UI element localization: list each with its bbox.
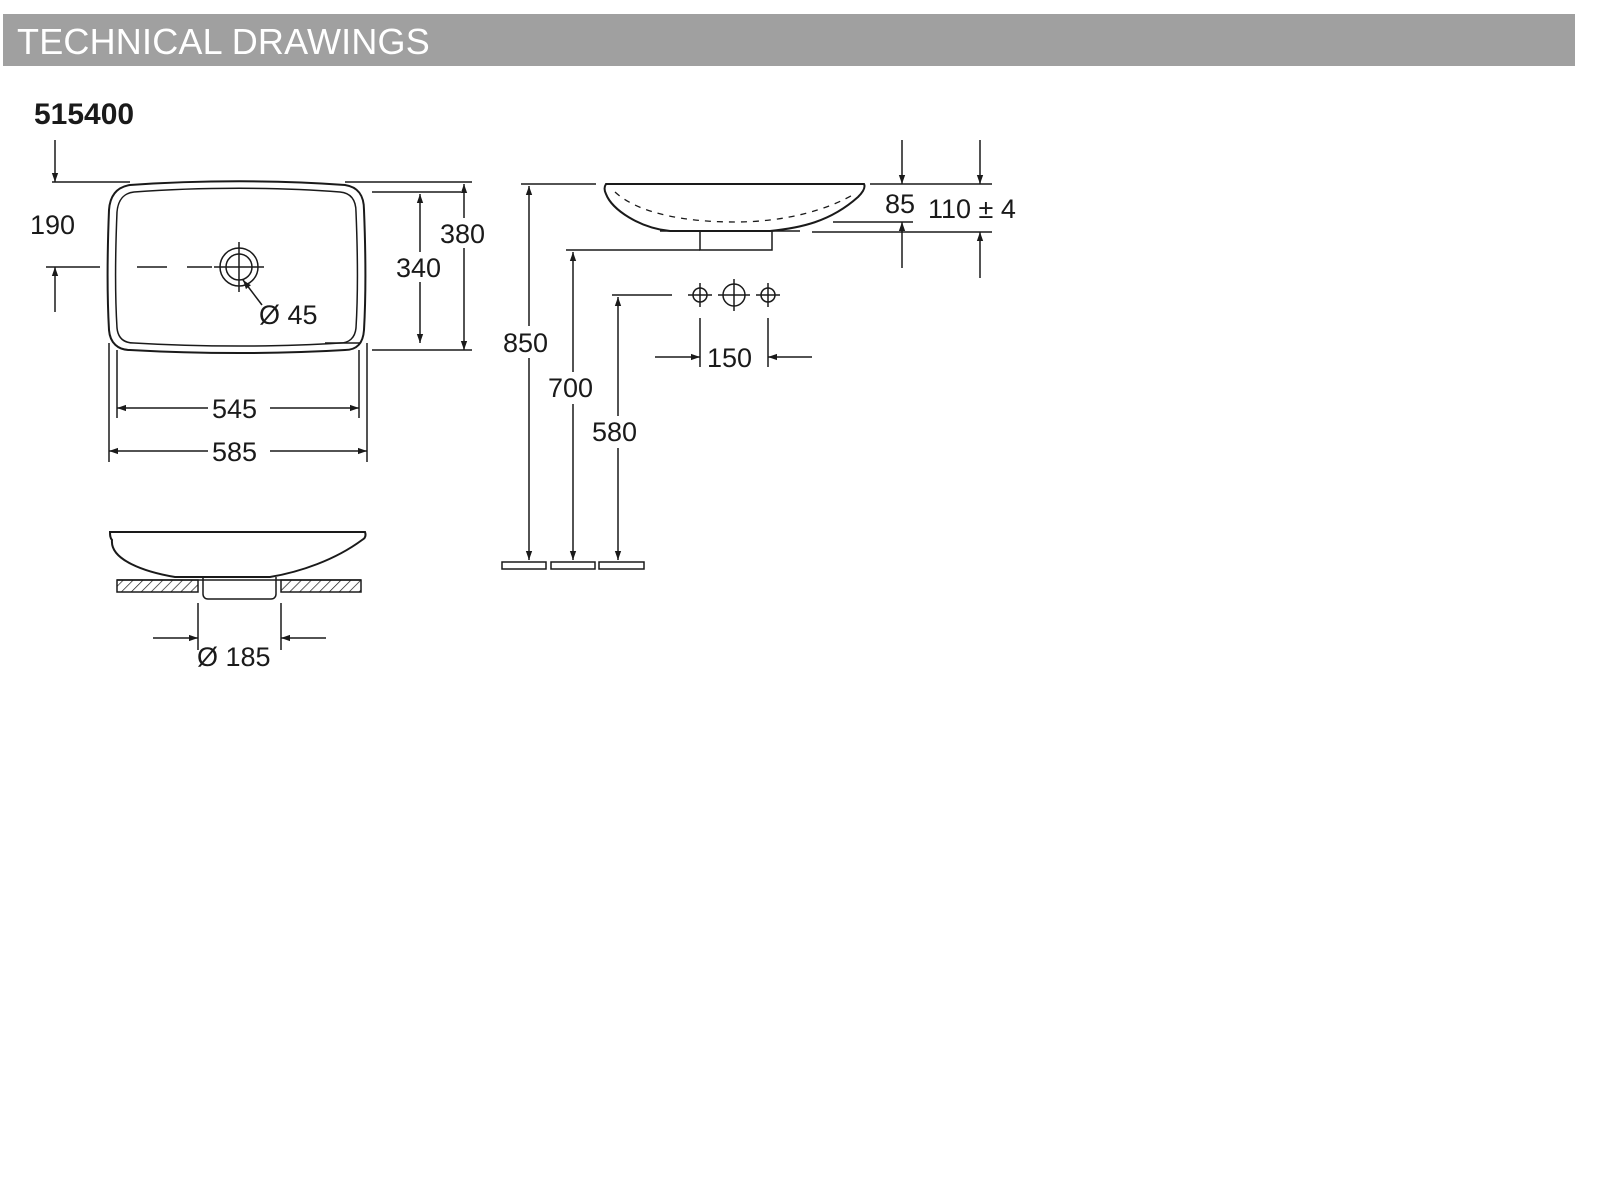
header-title: TECHNICAL DRAWINGS	[17, 21, 430, 62]
outer-width-label: 585	[212, 437, 257, 467]
floor-marker-850	[501, 561, 547, 570]
drain-outlet	[202, 577, 277, 600]
rim-height-label: 850	[503, 328, 548, 358]
countertop-left	[116, 579, 199, 593]
floor-marker-580	[598, 561, 645, 570]
tap-holes	[688, 279, 780, 311]
tap-hole	[214, 242, 264, 292]
basin-front-outline	[108, 531, 367, 578]
floor-marker-700	[550, 561, 596, 570]
inner-width-label: 545	[212, 394, 257, 424]
side-view: 150 850 700 580 85 110 ± 4	[500, 140, 1033, 570]
countertop-right	[280, 579, 362, 593]
depth-to-tap-label: 190	[30, 210, 75, 240]
top-view: Ø 45 190 380 340 545 585	[30, 140, 488, 467]
side-drain-outlet	[699, 231, 773, 251]
outer-depth-label: 380	[440, 219, 485, 249]
bowl-depth-label: 85	[885, 189, 915, 219]
header-bar: TECHNICAL DRAWINGS	[3, 14, 1575, 66]
tap-spacing-label: 150	[707, 343, 752, 373]
inner-depth-label: 340	[396, 253, 441, 283]
drain-diameter-label: Ø 185	[197, 642, 271, 672]
tap-height-label: 580	[592, 417, 637, 447]
basin-outer-outline	[106, 180, 367, 354]
tap-hole-diameter-label: Ø 45	[259, 300, 318, 330]
front-view: Ø 185	[108, 531, 367, 672]
tap-hole-leader	[242, 279, 263, 306]
drain-height-label: 700	[548, 373, 593, 403]
basin-inner-curve	[614, 191, 857, 223]
total-height-label: 110 ± 4	[928, 194, 1016, 224]
model-number: 515400	[34, 98, 135, 131]
